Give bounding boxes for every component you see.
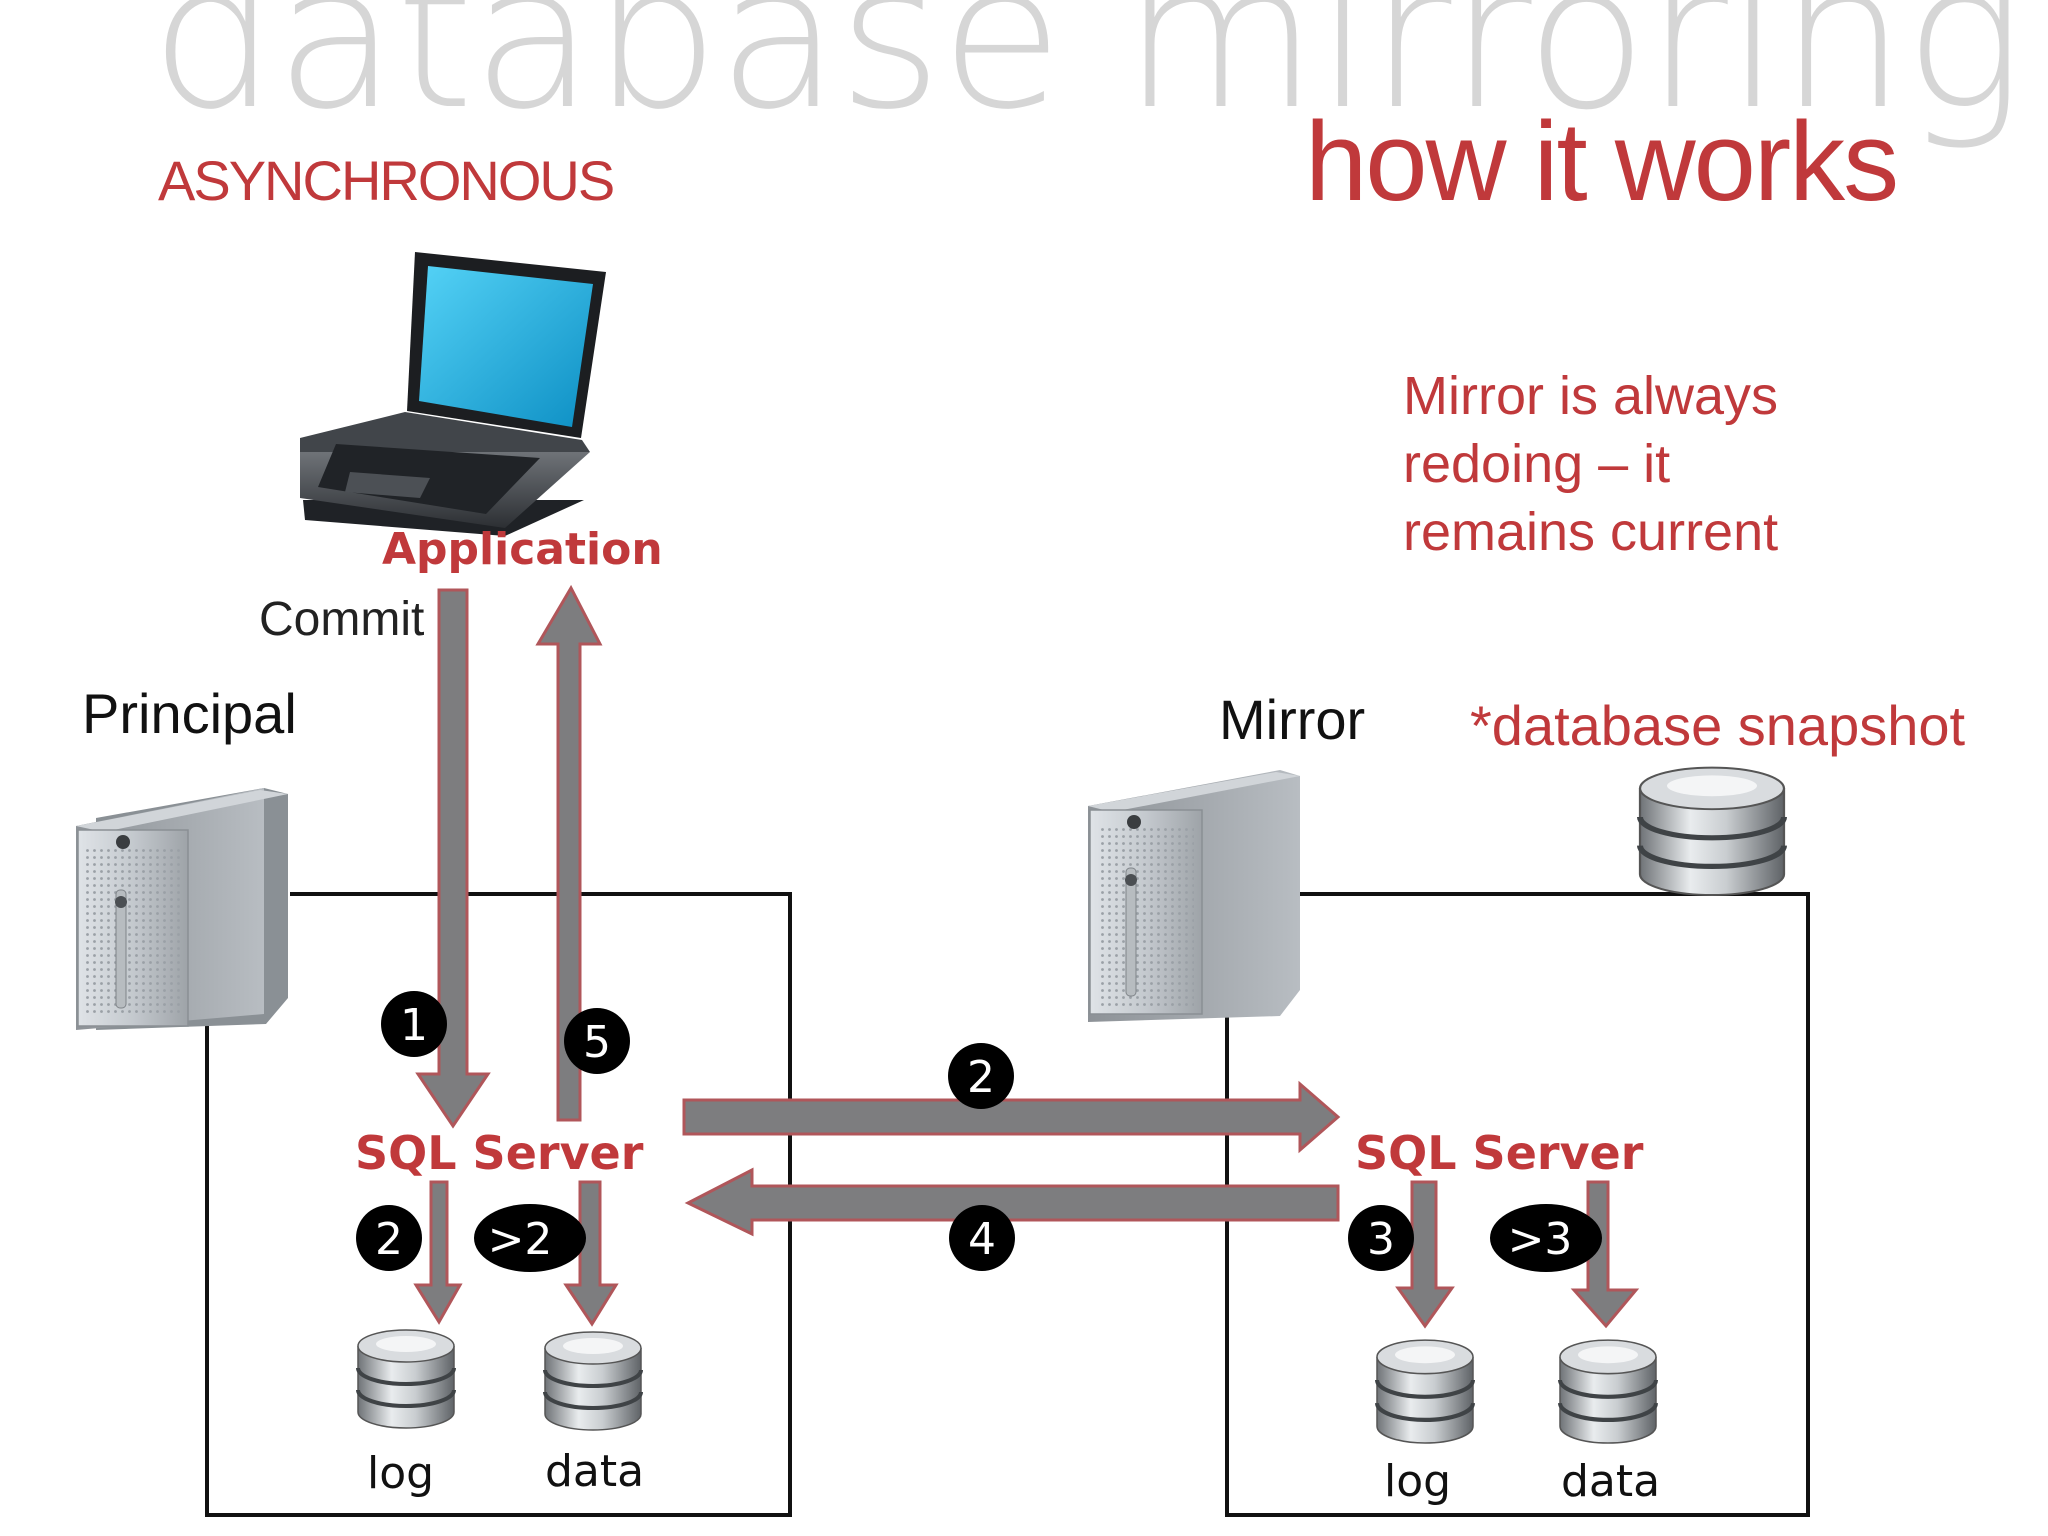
- mirror-box: [1225, 892, 1810, 1517]
- note-text: Mirror is always redoing – it remains cu…: [1403, 362, 1778, 566]
- svg-text:>3: >3: [1508, 1214, 1573, 1265]
- principal-data-arrow: [563, 1180, 619, 1327]
- mirror-label: Mirror: [1219, 688, 1366, 751]
- page-title: database mirroring: [150, 0, 2024, 154]
- svg-text:2: 2: [375, 1214, 403, 1265]
- mirroring-mode-label: ASYNCHRONOUS: [158, 149, 615, 212]
- svg-text:5: 5: [583, 1017, 611, 1068]
- principal-label: Principal: [82, 682, 297, 745]
- ack-from-mirror-arrow: [684, 1167, 1340, 1237]
- mirror-log-label: log: [1384, 1456, 1452, 1507]
- principal-log-label: log: [367, 1448, 435, 1499]
- step-badge: 2: [356, 1205, 422, 1271]
- principal-box: [205, 892, 792, 1517]
- mirror-sql-server-label: SQL Server: [1355, 1126, 1644, 1180]
- step-badge: >2: [474, 1204, 586, 1272]
- step-badge: >3: [1490, 1204, 1602, 1272]
- send-to-mirror-arrow: [682, 1080, 1341, 1154]
- svg-text:1: 1: [400, 1000, 428, 1051]
- server-tower-icon: [76, 788, 288, 1030]
- svg-text:3: 3: [1367, 1214, 1395, 1265]
- commit-label: Commit: [259, 593, 425, 646]
- principal-data-label: data: [545, 1446, 645, 1497]
- principal-log-arrow: [413, 1180, 463, 1325]
- principal-sql-server-label: SQL Server: [355, 1126, 644, 1180]
- step-badge: 5: [564, 1008, 630, 1074]
- step-badge: 3: [1348, 1205, 1414, 1271]
- note-line: remains current: [1403, 502, 1779, 562]
- mirror-log-database-icon: [1377, 1340, 1473, 1443]
- step-badge: 4: [949, 1205, 1015, 1271]
- mirror-log-arrow: [1395, 1180, 1455, 1329]
- mirror-data-label: data: [1561, 1456, 1661, 1507]
- step-badge: 2: [948, 1043, 1014, 1109]
- svg-text:4: 4: [968, 1214, 996, 1265]
- note-line: redoing – it: [1403, 434, 1671, 494]
- snapshot-database-icon: [1640, 768, 1784, 895]
- principal-log-database-icon: [356, 1328, 456, 1430]
- laptop-icon: [300, 252, 606, 536]
- step-badge: 1: [381, 991, 447, 1057]
- svg-text:2: 2: [967, 1052, 995, 1103]
- snapshot-label: *database snapshot: [1470, 694, 1966, 757]
- commit-arrow: [415, 588, 491, 1129]
- page-subtitle: how it works: [1305, 99, 1899, 224]
- note-line: Mirror is always: [1403, 366, 1779, 426]
- principal-data-database-icon: [543, 1330, 643, 1432]
- server-tower-icon: [1088, 770, 1300, 1022]
- application-label: Application: [382, 524, 663, 575]
- mirror-data-database-icon: [1560, 1340, 1656, 1443]
- svg-text:>2: >2: [488, 1214, 553, 1265]
